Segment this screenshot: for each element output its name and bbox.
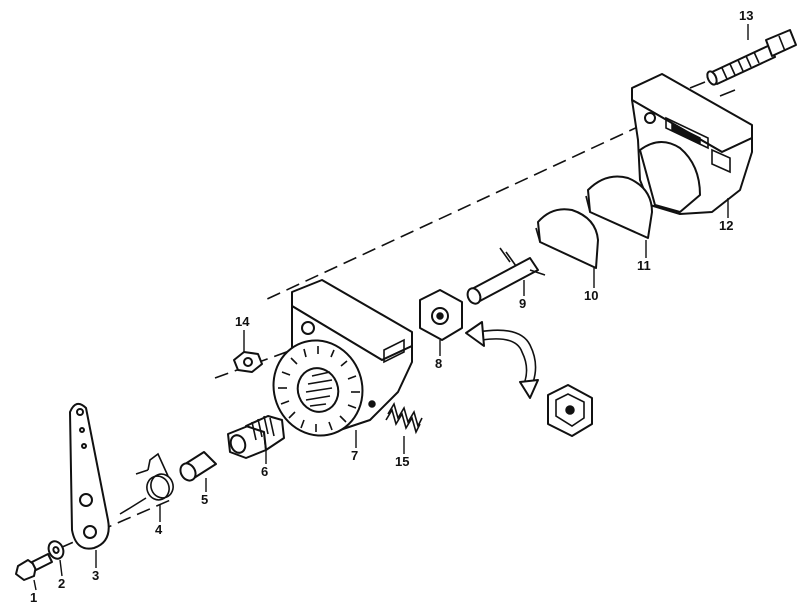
callout-7: 7 [351,448,358,463]
callout-8: 8 [435,356,442,371]
part-9-adjuster-screw [466,247,546,305]
callout-4: 4 [155,522,163,537]
part-2-washer [47,540,65,560]
part-12-rear-caliper [631,73,753,215]
callout-12: 12 [719,218,733,233]
callout-1: 1 [30,590,37,605]
callout-6: 6 [261,464,268,479]
part-8-nut-plate [419,289,463,341]
callout-11: 11 [637,258,651,273]
callout-2: 2 [58,576,65,591]
callout-3: 3 [92,568,99,583]
part-13-bolt [706,29,797,86]
part-1-screw [15,553,53,581]
callout-15: 15 [395,454,409,469]
part-14-nut [233,351,263,373]
part-6-bushing [227,415,285,459]
part-11-brake-pad [585,175,653,239]
callout-14: 14 [235,314,250,329]
part-10-brake-pad [535,208,599,269]
leader-lines [33,24,749,591]
part-3-lever-arm [69,402,110,550]
part-15-spring [385,402,423,435]
assembly-axis-line [264,124,643,301]
callout-13: 13 [739,8,753,23]
part-7-front-caliper [272,279,413,437]
rotation-arrow [465,321,539,399]
callout-5: 5 [201,492,208,507]
part-4-return-spring [119,452,174,515]
part-5-sleeve [179,451,217,482]
callout-10: 10 [584,288,598,303]
alternate-nut-plate [547,384,593,437]
callout-9: 9 [519,296,526,311]
callout-labels: 1 2 3 4 5 6 7 15 8 9 10 11 12 13 14 [30,8,753,605]
